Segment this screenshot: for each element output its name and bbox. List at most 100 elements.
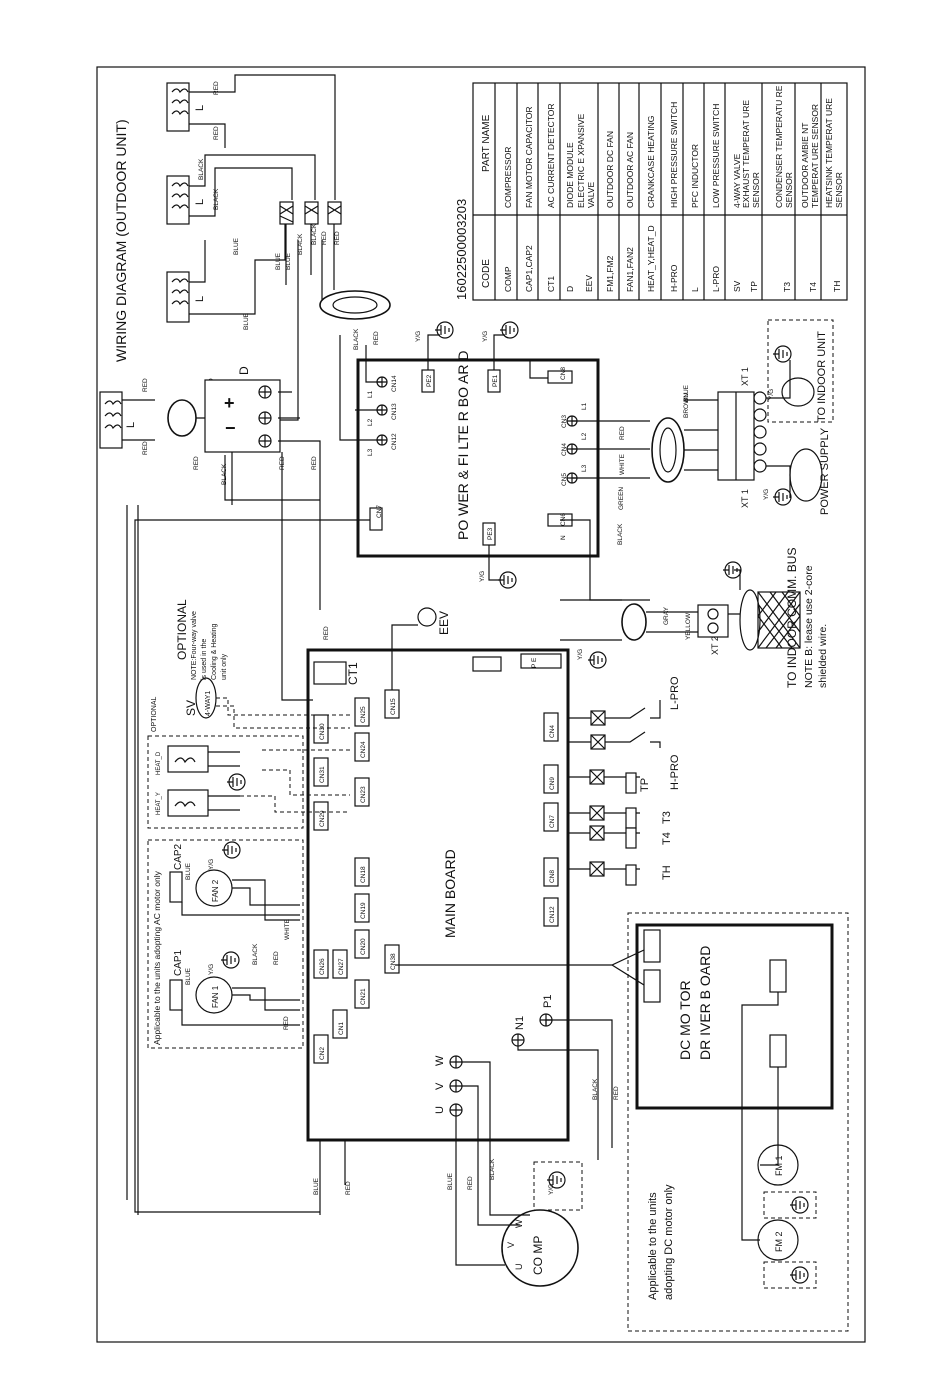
- comm-wiring: [560, 569, 741, 641]
- wire-label-42: Y/G: [208, 859, 215, 870]
- power-board-label-2: PE1: [492, 374, 499, 387]
- ferrite-ring-left: [167, 399, 197, 437]
- comp-w: W: [514, 1219, 524, 1228]
- heat-y-label: HEAT_Y: [156, 792, 162, 815]
- ac-fan-box: [147, 839, 304, 1049]
- supply-cable-ring: [789, 448, 823, 502]
- svg-text:−: −: [225, 418, 236, 438]
- wire-label-3: BLACK: [213, 188, 220, 210]
- wire-label-35: Y/G: [763, 489, 770, 500]
- th-label: TH: [661, 865, 673, 880]
- wire-label-26: BLUE: [683, 384, 690, 402]
- legend-part-7: CRANKCASE HEATING: [646, 116, 656, 208]
- optional-note-1: NOTE:Four-way valve: [191, 611, 198, 680]
- legend-part-14-b: TEMPERAT URE SENSOR: [810, 104, 820, 208]
- page-title: WIRING DIAGRAM (OUTDOOR UNIT): [113, 119, 129, 362]
- legend-part-3: DIODE MODULE: [565, 142, 575, 208]
- legend-code-15: TH: [832, 281, 842, 292]
- legend-part-1: FAN MOTOR CAPACITOR: [524, 106, 534, 208]
- ct1-label: CT1: [346, 662, 360, 685]
- legend-part-11: 4-WAY VALVE: [732, 153, 742, 208]
- pe-connector: [520, 653, 562, 669]
- inductor-label-3: L: [194, 296, 206, 302]
- cap2: [169, 871, 183, 903]
- diode-module: + − D: [204, 366, 281, 453]
- power-board-label-15: L3: [581, 464, 588, 472]
- wire-label-16: RED: [142, 441, 149, 455]
- wire-label-51: Y/G: [548, 1184, 555, 1195]
- connector-cn38: [384, 944, 400, 974]
- crankcase-heater-box: [147, 735, 304, 829]
- four-way-valve-optional: SV 4-WAY1 OPTIONAL NOTE:Four-way valve i…: [175, 599, 228, 719]
- dc-fan2-connector: [769, 959, 787, 993]
- connector-label-cn27: CN27: [338, 958, 345, 975]
- optional-note-4: unit only: [221, 653, 228, 680]
- connector-label-cn26: CN26: [319, 958, 326, 975]
- current-transformer: [313, 661, 347, 685]
- connector-cn25: [354, 697, 370, 727]
- wire-label-0: RED: [213, 81, 220, 95]
- plug-wiring: [272, 224, 335, 421]
- indoor-cable-ring: [781, 377, 815, 407]
- wire-label-49: BLACK: [592, 1078, 599, 1100]
- wire-label-20: RED: [311, 456, 318, 470]
- wire-label-13: RED: [373, 331, 380, 345]
- ferrite-ring-top: [319, 290, 391, 320]
- pfc-inductor-2: L: [166, 175, 206, 225]
- document-number: 16022500003203: [454, 199, 469, 300]
- diode-wiring: [122, 391, 321, 610]
- pfc-inductor-4: L: [99, 391, 137, 449]
- connector-cn29: [313, 801, 329, 831]
- xt1-wiring: [684, 360, 791, 498]
- temperature-sensors: TP T3 T4 TH: [568, 769, 673, 886]
- legend-header-code: CODE: [481, 259, 492, 288]
- power-supply-label: POWER SUPPLY: [819, 427, 831, 515]
- wire-label-39: WHITE: [284, 918, 291, 940]
- connector-cn1: [332, 1009, 348, 1039]
- four-way-label: 4-WAY1: [205, 691, 212, 716]
- compressor: [501, 1209, 579, 1287]
- wire-label-17: RED: [193, 456, 200, 470]
- wire-label-30: Y/G: [415, 331, 422, 342]
- wire-label-28: GRAY: [663, 606, 670, 625]
- dc-motor-note-1: Applicable to the units: [647, 1192, 659, 1300]
- connector-cn31: [313, 757, 329, 787]
- ferrite-ring-comm: [621, 603, 647, 641]
- power-board-label-1: PE2: [426, 374, 433, 387]
- power-board-label-17: CN6: [560, 513, 567, 526]
- power-board-label-3: PE3: [487, 527, 494, 540]
- legend-code-13: T3: [782, 282, 792, 292]
- power-board-label-7: L1: [367, 390, 374, 398]
- wire-label-47: RED: [467, 1176, 474, 1190]
- connector-label-cn15: CN15: [390, 698, 397, 715]
- connector-label-cn9: CN9: [549, 777, 556, 790]
- connector-cn12: [543, 897, 559, 927]
- legend-code-6: FAN1,FAN2: [625, 247, 635, 292]
- power-filter-board-label: PO WER & FI LTE R BO AR D: [455, 350, 471, 540]
- wire-label-1: RED: [213, 126, 220, 140]
- legend-code-8: H-PRO: [669, 264, 679, 292]
- wire-label-45: RED: [345, 1181, 352, 1195]
- xt1-label-bottom: XT 1: [740, 489, 750, 508]
- connector-label-cn25: CN25: [360, 706, 367, 723]
- wire-label-29: YELLOW: [685, 612, 692, 640]
- legend-code-9: L: [690, 287, 700, 292]
- legend-part-12-b: SENSOR: [751, 172, 761, 208]
- comp-v: V: [506, 1242, 516, 1248]
- connector-cn8: [543, 857, 559, 887]
- wire-label-32: Y/G: [479, 571, 486, 582]
- legend-header-part: PART NAME: [481, 114, 492, 172]
- dc-motor-board-line1: DC MO TOR: [677, 980, 693, 1060]
- wire-label-22: RED: [619, 426, 626, 440]
- legend-part-8: HIGH PRESSURE SWITCH: [669, 102, 679, 208]
- connector-cn7: [543, 802, 559, 832]
- terminal-p1: P1: [542, 995, 554, 1008]
- wire-label-2: BLACK: [198, 158, 205, 180]
- xt1-label-top: XT 1: [740, 367, 750, 386]
- connector-label-cn8: CN8: [549, 870, 556, 883]
- note-line-1: NOTE B: lease use 2-core: [803, 565, 815, 688]
- legend-code-10: L-PRO: [711, 266, 721, 292]
- connector-label-cn29: CN29: [319, 810, 326, 827]
- legend-code-12: TP: [749, 281, 759, 292]
